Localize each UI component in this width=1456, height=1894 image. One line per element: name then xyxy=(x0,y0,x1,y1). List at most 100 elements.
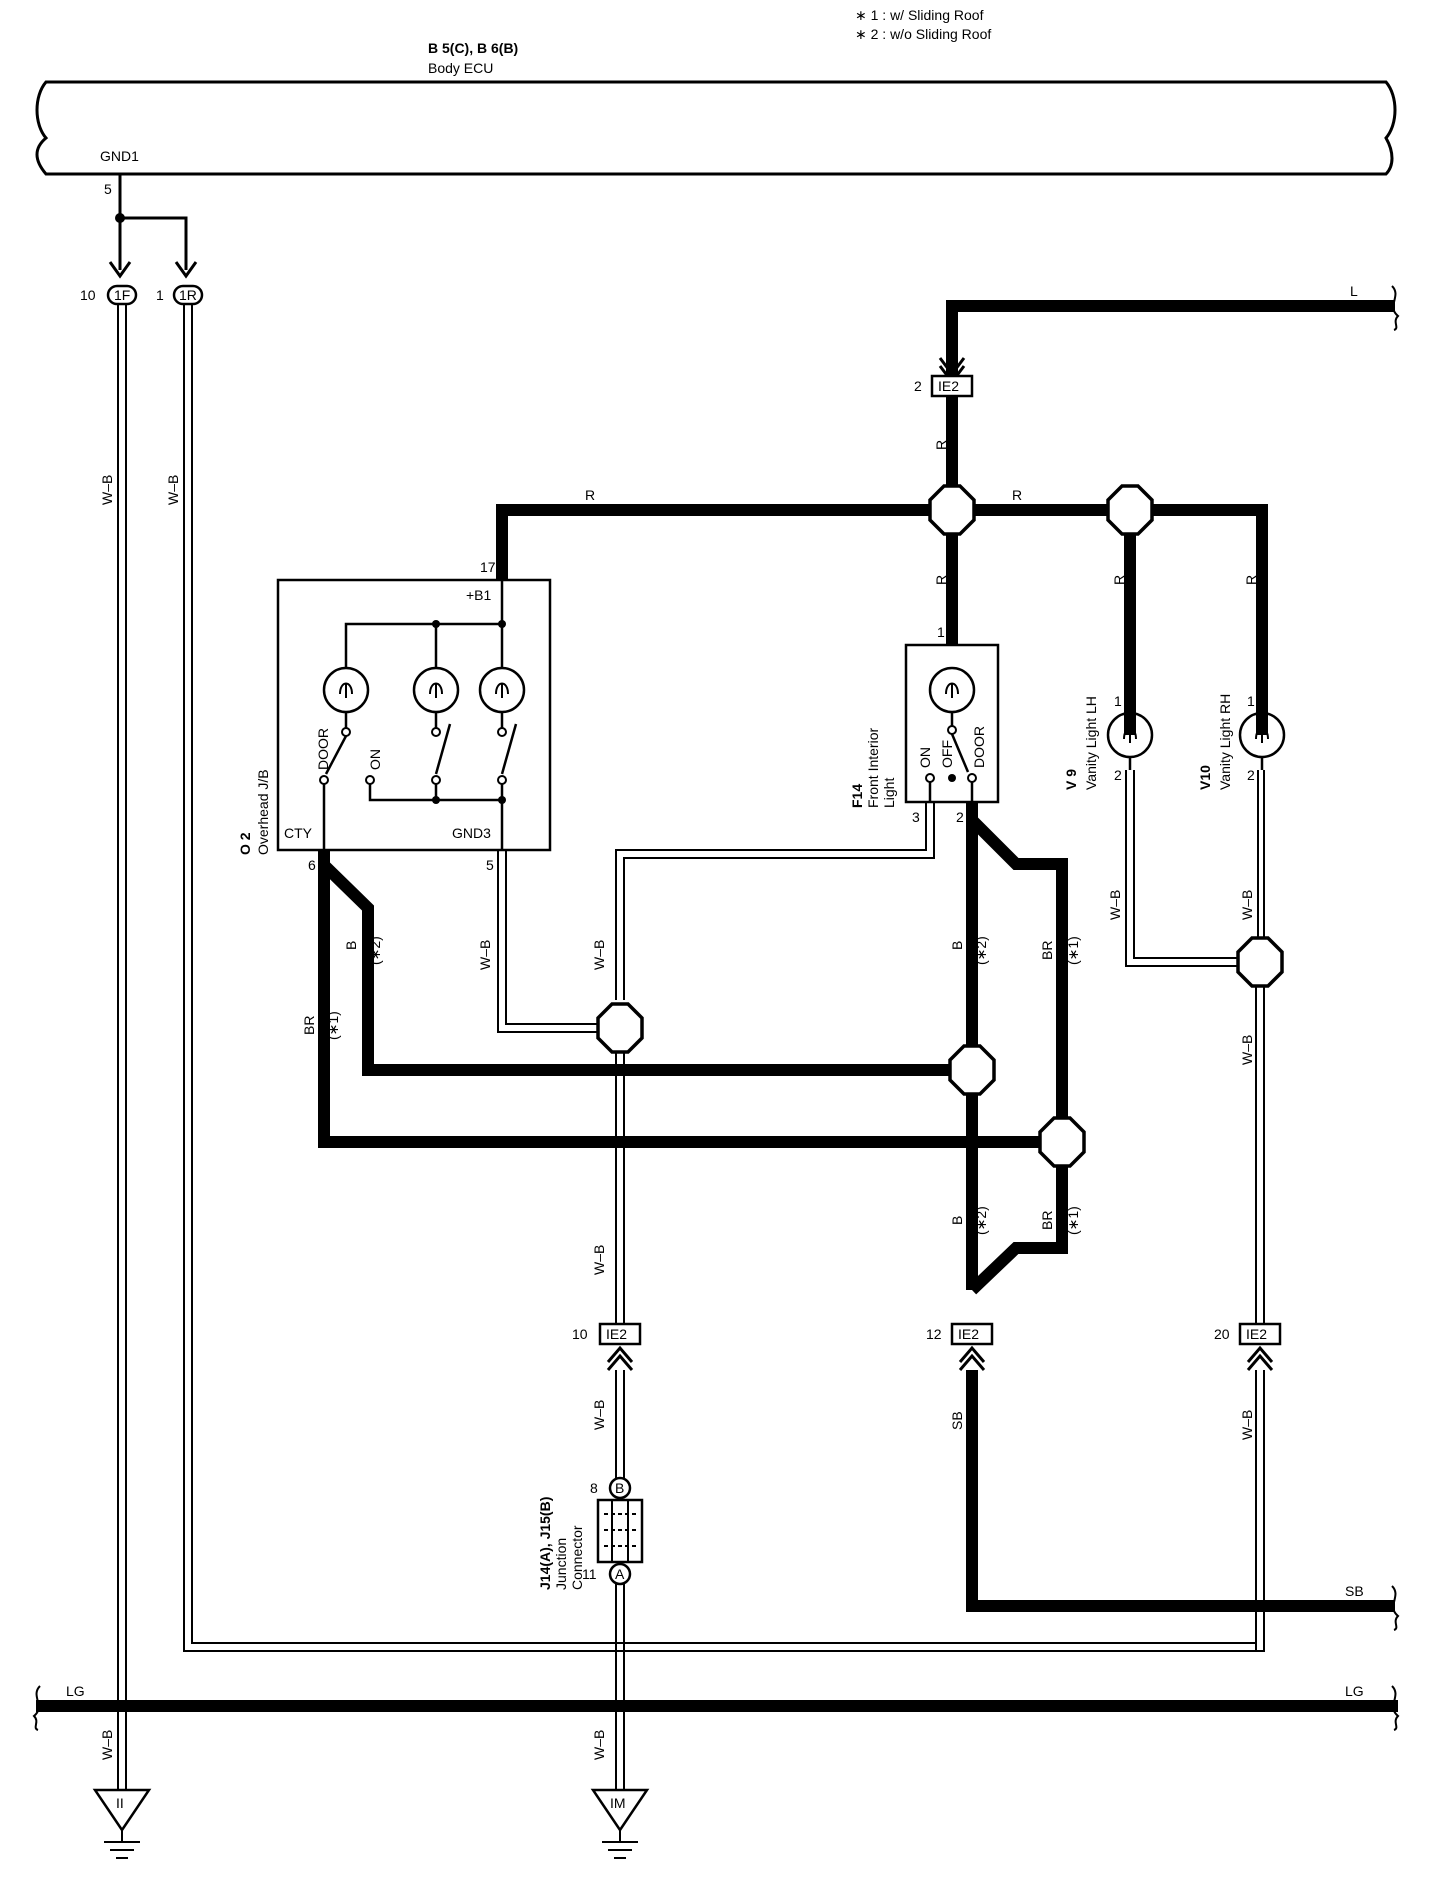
connector-ie2-pin12-label: IE2 xyxy=(958,1326,979,1342)
junction-pin8: 8 xyxy=(590,1480,598,1496)
vanity-rh-name: Vanity Light RH xyxy=(1217,694,1233,790)
junction-connector: B 8 A 11 J14(A), J15(B) Junction Connect… xyxy=(537,1476,644,1790)
overhead-jb-pin5: 5 xyxy=(486,857,494,873)
wire-label-br-1: BR xyxy=(301,1016,317,1035)
wire-wb-left: W–B W–B xyxy=(99,304,1265,1790)
wire-label-b-2: B xyxy=(949,941,965,950)
connector-ie2-top: IE2 2 xyxy=(914,374,974,398)
connector-1f: 1F 10 xyxy=(80,284,138,306)
wire-label-wb-gnd-left: W–B xyxy=(99,1730,115,1760)
overhead-jb-name: Overhead J/B xyxy=(255,769,271,855)
wire-wb-center: W–B W–B W–B xyxy=(477,802,935,1324)
overhead-jb-pin17: 17 xyxy=(480,559,496,575)
connector-ie2-pin20-pin: 20 xyxy=(1214,1326,1230,1342)
vanity-lh-name: Vanity Light LH xyxy=(1083,696,1099,790)
wire-wb-lights: W–B W–B W–B xyxy=(1107,770,1265,1324)
connector-ie2-pin10: IE2 10 xyxy=(572,1322,642,1371)
front-interior-id: F14 xyxy=(849,784,865,808)
wire-label-r-5: R xyxy=(1111,575,1127,585)
wire-label-r-2: R xyxy=(585,487,595,503)
wire-label-s2-2: (∗2) xyxy=(973,936,989,965)
vanity-lh-pin1: 1 xyxy=(1114,693,1122,709)
connector-ie2-pin12: IE2 12 xyxy=(926,1322,994,1371)
gnd1-branch xyxy=(108,174,198,279)
junction-r-main xyxy=(928,484,976,536)
junction-name2: Connector xyxy=(569,1525,585,1590)
body-ecu: B 5(C), B 6(B) Body ECU GND1 5 xyxy=(35,40,1397,197)
wire-label-l: L xyxy=(1350,283,1358,299)
wire-label-b-3: B xyxy=(949,1216,965,1225)
wire-label-s1-2: (∗1) xyxy=(1065,936,1081,965)
note-no-sliding-roof: ∗ 2 : w/o Sliding Roof xyxy=(855,26,991,42)
wire-label-wb-ie2-20: W–B xyxy=(1239,1410,1255,1440)
overhead-jb-id: O 2 xyxy=(237,832,253,855)
wire-label-br-2: BR xyxy=(1039,941,1055,960)
connector-1f-label: 1F xyxy=(114,287,130,303)
ecu-terminal-gnd1: GND1 xyxy=(100,148,139,164)
junction-wb-vanity xyxy=(1236,936,1284,988)
front-interior-pin3: 3 xyxy=(912,809,920,825)
vanity-rh-id: V10 xyxy=(1197,765,1213,790)
junction-r-vanity xyxy=(1106,484,1154,536)
wire-r-power: R R R R R R xyxy=(496,396,1268,735)
wire-label-s1-3: (∗1) xyxy=(1065,1206,1081,1235)
connector-ie2-pin10-label: IE2 xyxy=(606,1326,627,1342)
wire-label-r-1: R xyxy=(933,440,949,450)
wire-label-sb-2: SB xyxy=(1345,1583,1364,1599)
wire-label-wb-v10: W–B xyxy=(1239,890,1255,920)
overhead-jb-cty: CTY xyxy=(284,825,313,841)
overhead-jb-b1: +B1 xyxy=(466,587,492,603)
ground-ii: II xyxy=(92,1788,152,1859)
front-interior-pin1: 1 xyxy=(937,624,945,640)
wire-label-s1-1: (∗1) xyxy=(325,1011,341,1040)
wire-label-wb-gnd3: W–B xyxy=(477,940,493,970)
ecu-name: Body ECU xyxy=(428,60,493,76)
wire-label-s2-1: (∗2) xyxy=(367,936,383,965)
wire-label-wb-1r: W–B xyxy=(165,475,181,505)
connector-ie2-pin20-label: IE2 xyxy=(1246,1326,1267,1342)
ground-im: IM xyxy=(590,1788,650,1859)
vanity-light-rh: 1 2 V10 Vanity Light RH xyxy=(1197,693,1286,790)
wire-label-wb-1f: W–B xyxy=(99,475,115,505)
front-interior-name1: Front Interior xyxy=(865,728,881,808)
vanity-lh-id: V 9 xyxy=(1063,769,1079,790)
wire-below-ie2: W–B SB SB W–B xyxy=(591,1370,1400,1651)
overhead-jb-pin6: 6 xyxy=(308,857,316,873)
junction-wb-center xyxy=(596,1002,644,1054)
junction-b xyxy=(948,1044,996,1096)
wire-label-s2-3: (∗2) xyxy=(973,1206,989,1235)
ecu-connector-id: B 5(C), B 6(B) xyxy=(428,40,518,56)
wire-label-sb-1: SB xyxy=(949,1411,965,1430)
vanity-rh-pin2: 2 xyxy=(1247,767,1255,783)
junction-name1: Junction xyxy=(553,1538,569,1590)
connector-1r: 1R 1 xyxy=(156,284,204,306)
wire-label-r-6: R xyxy=(1243,575,1259,585)
connector-ie2-top-label: IE2 xyxy=(938,378,959,394)
vanity-lh-pin2: 2 xyxy=(1114,767,1122,783)
wire-label-wb-v9: W–B xyxy=(1107,890,1123,920)
wire-label-wb-ie2: W–B xyxy=(591,1400,607,1430)
overhead-jb-switch-on: ON xyxy=(367,749,383,770)
connector-ie2-pin12-pin: 12 xyxy=(926,1326,942,1342)
wire-label-wb-gnd-mid: W–B xyxy=(591,1730,607,1760)
connector-1r-pin: 1 xyxy=(156,287,164,303)
front-interior-on: ON xyxy=(917,747,933,768)
vanity-rh-pin1: 1 xyxy=(1247,693,1255,709)
connector-1r-label: 1R xyxy=(179,287,197,303)
wire-label-br-3: BR xyxy=(1039,1211,1055,1230)
front-interior-light: ON OFF DOOR 1 2 3 F14 Front Interior Lig… xyxy=(849,624,1000,825)
junction-pin-b-label: B xyxy=(615,1480,624,1496)
wire-label-lg-left: LG xyxy=(66,1683,85,1699)
overhead-jb-switch-door: DOOR xyxy=(315,728,331,770)
junction-pin-a-label: A xyxy=(615,1566,625,1582)
wire-label-lg-right: LG xyxy=(1345,1683,1364,1699)
vanity-light-lh: 1 2 V 9 Vanity Light LH xyxy=(1063,693,1154,790)
wire-label-r-4: R xyxy=(933,575,949,585)
wire-l: L xyxy=(938,283,1400,385)
wire-label-r-3: R xyxy=(1012,487,1022,503)
front-interior-pin2: 2 xyxy=(956,809,964,825)
wire-label-wb-v10b: W–B xyxy=(1239,1035,1255,1065)
front-interior-off: OFF xyxy=(939,740,955,768)
junction-id: J14(A), J15(B) xyxy=(537,1497,553,1590)
